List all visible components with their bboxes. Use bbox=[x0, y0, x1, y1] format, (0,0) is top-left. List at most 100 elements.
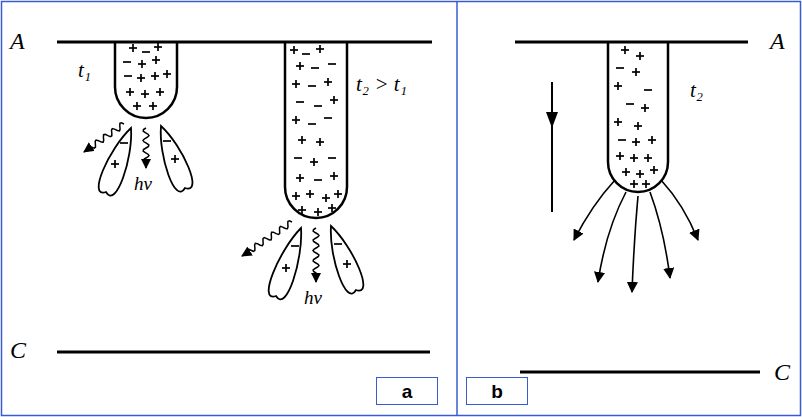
plus-sign bbox=[155, 56, 157, 64]
field-line bbox=[661, 180, 698, 240]
plus-sign bbox=[140, 74, 142, 82]
plus-sign bbox=[285, 264, 287, 272]
cathode-line bbox=[57, 351, 430, 354]
plus-sign bbox=[337, 190, 339, 198]
minus-sign bbox=[328, 157, 336, 159]
electrode-label: C bbox=[774, 360, 790, 384]
photon-arrow bbox=[143, 128, 149, 168]
time-label: t₂ > t₁ bbox=[356, 74, 407, 95]
plus-sign bbox=[639, 52, 641, 60]
plus-sign bbox=[331, 204, 333, 212]
time-label: t₁ bbox=[78, 60, 91, 81]
plus-sign bbox=[635, 68, 637, 76]
plus-sign bbox=[346, 260, 348, 268]
plus-sign bbox=[633, 154, 635, 162]
plus-sign bbox=[136, 102, 138, 110]
plus-sign bbox=[651, 136, 653, 144]
photon-arrow bbox=[84, 123, 124, 152]
minus-sign bbox=[311, 67, 319, 69]
photon-label: hν bbox=[304, 288, 322, 307]
plus-sign bbox=[144, 90, 146, 98]
minus-sign bbox=[616, 67, 624, 69]
plus-sign bbox=[157, 43, 159, 51]
plus-sign bbox=[617, 118, 619, 126]
electron-avalanche bbox=[161, 126, 193, 192]
plus-sign bbox=[619, 152, 621, 160]
plus-sign bbox=[333, 172, 335, 180]
photon-arrow bbox=[313, 228, 319, 282]
minus-sign bbox=[123, 61, 131, 63]
plus-sign bbox=[319, 45, 321, 53]
panel-letter: b bbox=[491, 382, 503, 401]
electrode-label: A bbox=[770, 29, 785, 53]
plus-sign bbox=[301, 206, 303, 214]
streamer-channel bbox=[608, 42, 668, 192]
plus-sign bbox=[327, 78, 329, 86]
plus-sign bbox=[639, 170, 641, 178]
minus-sign bbox=[626, 103, 634, 105]
plus-sign bbox=[141, 60, 143, 68]
plus-sign bbox=[299, 174, 301, 182]
minus-sign bbox=[308, 85, 316, 87]
plus-sign bbox=[293, 46, 295, 54]
plus-sign bbox=[317, 208, 319, 216]
anode-line bbox=[515, 41, 748, 44]
panel-tag: a bbox=[376, 377, 438, 405]
minus-sign bbox=[334, 243, 342, 245]
plus-sign bbox=[644, 104, 646, 112]
plus-sign bbox=[333, 96, 335, 104]
plus-sign bbox=[159, 88, 161, 96]
plus-sign bbox=[295, 192, 297, 200]
minus-sign bbox=[294, 157, 302, 159]
plus-sign bbox=[653, 166, 655, 174]
direction-arrowhead bbox=[546, 112, 558, 128]
cathode-line bbox=[520, 371, 760, 374]
minus-sign bbox=[120, 142, 128, 144]
minus-sign bbox=[308, 123, 316, 125]
plus-sign bbox=[617, 82, 619, 90]
plus-sign bbox=[647, 154, 649, 162]
anode-line bbox=[57, 41, 432, 44]
plus-sign bbox=[319, 138, 321, 146]
plus-sign bbox=[637, 122, 639, 130]
field-line bbox=[574, 180, 615, 240]
plus-sign bbox=[295, 116, 297, 124]
minus-sign bbox=[324, 117, 332, 119]
photon-arrow bbox=[242, 221, 292, 256]
plus-sign bbox=[129, 88, 131, 96]
plus-sign bbox=[635, 138, 637, 146]
minus-sign bbox=[314, 105, 322, 107]
plus-sign bbox=[309, 190, 311, 198]
photon-label: hν bbox=[134, 174, 152, 193]
plus-sign bbox=[166, 70, 168, 78]
plus-sign bbox=[325, 194, 327, 202]
electron-avalanche bbox=[269, 228, 302, 299]
field-line bbox=[632, 196, 638, 292]
minus-sign bbox=[291, 245, 299, 247]
plus-sign bbox=[114, 160, 116, 168]
plus-sign bbox=[295, 80, 297, 88]
plus-sign bbox=[132, 44, 134, 52]
plus-sign bbox=[152, 102, 154, 110]
plus-sign bbox=[633, 180, 635, 188]
plus-sign bbox=[301, 136, 303, 144]
plus-sign bbox=[299, 62, 301, 70]
direction-line bbox=[551, 82, 553, 212]
minus-sign bbox=[124, 75, 132, 77]
plus-sign bbox=[154, 72, 156, 80]
plus-sign bbox=[313, 158, 315, 166]
plus-sign bbox=[645, 180, 647, 188]
minus-sign bbox=[296, 101, 304, 103]
panel-divider bbox=[456, 2, 458, 416]
minus-sign bbox=[328, 63, 336, 65]
electrode-label: A bbox=[10, 29, 25, 53]
panel-letter: a bbox=[402, 382, 413, 401]
minus-sign bbox=[142, 51, 150, 53]
minus-sign bbox=[163, 140, 171, 142]
plus-sign bbox=[625, 168, 627, 176]
field-line bbox=[598, 192, 626, 282]
panel-tag: b bbox=[466, 377, 528, 405]
plus-sign bbox=[624, 46, 626, 54]
